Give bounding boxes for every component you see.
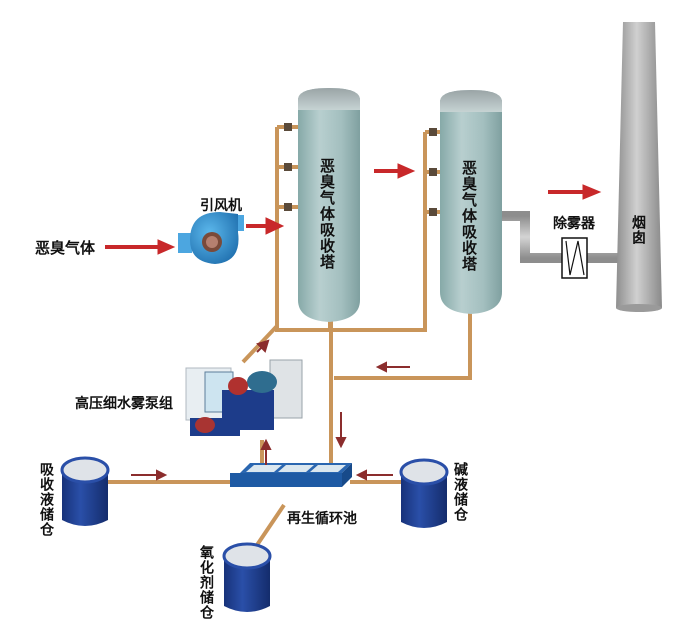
arrow-up-right-icon xyxy=(256,339,270,353)
high-pressure-mist-pump-unit[interactable] xyxy=(185,359,303,436)
gas-flow-arrows xyxy=(105,163,602,255)
arrow-left-icon xyxy=(375,361,387,373)
pipe-tower2-drain xyxy=(334,312,472,380)
liquid-pipes xyxy=(105,125,472,550)
fan-label: 引风机 xyxy=(200,197,242,214)
arrow-down-icon xyxy=(335,437,347,449)
absorption-tower-2[interactable] xyxy=(440,90,502,314)
demister-zigzag-icon xyxy=(565,240,585,276)
oxidizer-storage-tank[interactable] xyxy=(222,542,272,612)
chimney[interactable] xyxy=(616,22,662,308)
absorbent-tank-label: 吸收液储仓 xyxy=(38,462,54,537)
arrow-right-icon xyxy=(265,217,285,235)
valve-icons-tower2 xyxy=(429,128,437,216)
tower1-label: 恶臭气体吸收塔 xyxy=(318,158,336,270)
regen-pool-label: 再生循环池 xyxy=(287,510,357,527)
arrow-left-icon xyxy=(355,469,367,481)
arrow-right-icon xyxy=(582,184,602,200)
alkali-storage-tank[interactable] xyxy=(399,458,449,528)
input-gas-label: 恶臭气体 xyxy=(35,239,96,257)
regeneration-circulation-pool[interactable] xyxy=(230,463,352,487)
absorbent-storage-tank[interactable] xyxy=(60,456,110,526)
demister-label: 除雾器 xyxy=(553,215,596,232)
arrow-up-icon xyxy=(260,438,272,450)
arrow-right-icon xyxy=(397,163,416,179)
arrow-right-icon xyxy=(157,239,176,255)
arrow-right-icon xyxy=(156,469,168,481)
chimney-label: 烟囱 xyxy=(630,215,646,245)
pipe-oxidizer-to-pool xyxy=(253,503,286,550)
oxidizer-tank-label: 氧化剂储仓 xyxy=(198,545,214,620)
valve-icons-tower1 xyxy=(284,123,292,211)
pipe-tower2-feed xyxy=(330,132,427,332)
tower2-label: 恶臭气体吸收塔 xyxy=(460,160,478,272)
absorption-tower-1[interactable] xyxy=(298,88,360,322)
induced-draft-fan[interactable] xyxy=(178,212,244,264)
pump-unit-label: 高压细水雾泵组 xyxy=(75,395,173,412)
liquid-flow-arrows xyxy=(131,339,410,481)
alkali-tank-label: 碱液储仓 xyxy=(452,462,468,522)
